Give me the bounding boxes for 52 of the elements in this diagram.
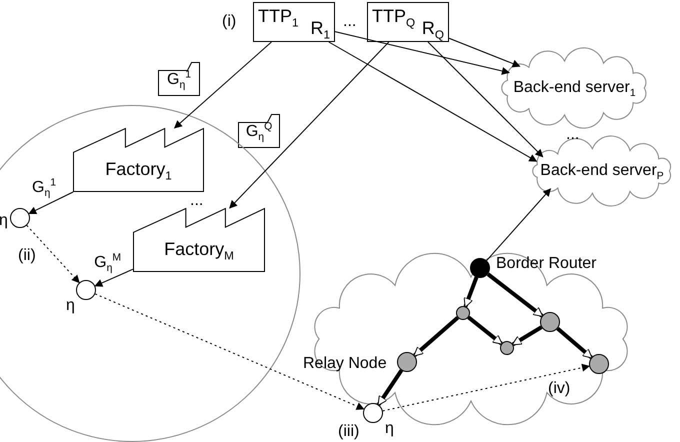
node-circle [470, 258, 490, 278]
link-pipe [512, 325, 542, 346]
node-circle [10, 208, 30, 228]
node-text: Back-end server$_{P}$ [539, 163, 665, 179]
step-label: (i) [222, 14, 236, 30]
node-text: Factory$_{M}$ [163, 240, 235, 258]
link-pipe [376, 369, 404, 406]
step-label: ... [343, 14, 356, 30]
factory-shape [73, 128, 204, 192]
node-circle [540, 312, 560, 332]
factory-shape [133, 208, 265, 272]
link-pipe [556, 327, 593, 359]
step-label: ... [566, 127, 580, 143]
node-text: TTP$_{1}$ [258, 7, 299, 25]
key-tag [158, 62, 200, 96]
arrow [28, 192, 74, 214]
node-caption: η [66, 298, 75, 314]
dotted-arrow [26, 224, 80, 284]
arrow [174, 42, 272, 129]
process-box [253, 2, 335, 42]
node-circle [363, 403, 383, 423]
node-text: Back-end server$_{1}$ [512, 80, 637, 96]
node-caption: Border Router [496, 256, 596, 272]
dotted-arrow [382, 364, 590, 412]
node-caption: η [385, 421, 394, 437]
node-caption: η [0, 213, 8, 229]
node-text: Factory$_{1}$ [104, 160, 173, 178]
step-label: (iii) [338, 424, 360, 440]
link-pipe [464, 276, 478, 308]
link-pipe [413, 316, 460, 357]
node-text: R$_{1}$ [310, 19, 330, 37]
key-tag [238, 114, 280, 148]
arrow [486, 188, 552, 262]
node-caption: Relay Node [303, 356, 387, 372]
step-label: (ii) [18, 248, 36, 264]
node-circle [456, 306, 470, 320]
arrow [448, 38, 520, 68]
link-pipe [467, 316, 503, 346]
arrow [94, 268, 134, 287]
node-caption: (iv) [548, 381, 570, 397]
arrow [229, 42, 390, 209]
node-circle [76, 280, 96, 300]
arrow [334, 31, 510, 75]
node-circle [500, 341, 514, 355]
arrow [428, 42, 544, 158]
dotted-arrow [94, 293, 365, 410]
process-box [367, 2, 449, 42]
link-pipe [486, 272, 544, 318]
step-label: ... [190, 193, 204, 209]
node-circle [397, 352, 417, 372]
arrow [328, 42, 538, 162]
node-circle [589, 354, 609, 374]
